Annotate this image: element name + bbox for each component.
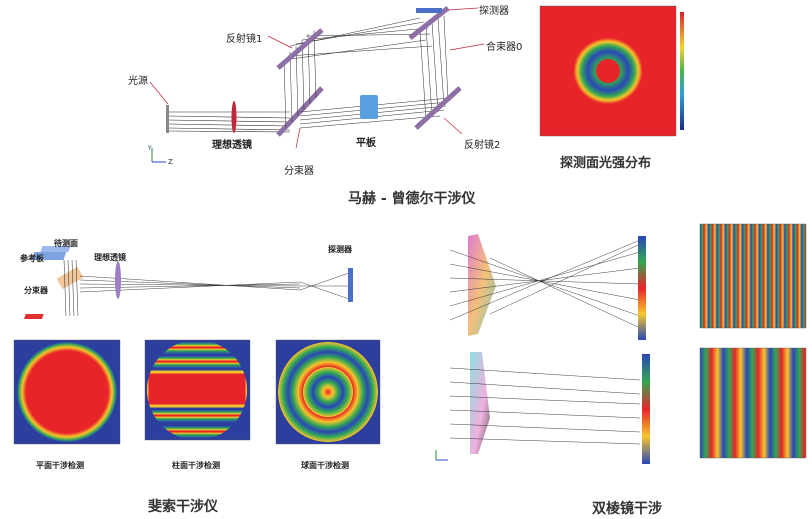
label-reference-plate: 参考板 bbox=[20, 254, 44, 263]
label-detector: 探测器 bbox=[479, 6, 509, 17]
label-combiner: 合束器0 bbox=[486, 42, 523, 53]
biprism-wide-fringe-map bbox=[699, 347, 807, 459]
label-fizeau-detector: 探测器 bbox=[328, 245, 352, 254]
biprism-bottom-rays bbox=[449, 367, 641, 445]
reference-plate-element bbox=[31, 252, 67, 260]
label-fizeau-splitter: 分束器 bbox=[24, 286, 48, 295]
biprism-axis-triad bbox=[435, 450, 448, 461]
fizeau-lens-element bbox=[115, 261, 121, 299]
axis-z-label: Z bbox=[168, 158, 173, 166]
biprism-top-detector bbox=[638, 236, 646, 340]
label-mirror1: 反射镜1 bbox=[226, 34, 263, 45]
mz-colorbar bbox=[680, 12, 684, 130]
mz-caption: 马赫 - 曾德尔干涉仪 bbox=[348, 191, 476, 207]
label-mirror2: 反射镜2 bbox=[464, 140, 501, 151]
label-beam-splitter: 分束器 bbox=[284, 166, 314, 177]
fizeau-bottom-element bbox=[23, 314, 44, 319]
beam-splitter-element bbox=[276, 86, 324, 137]
label-sphere-test: 球面干涉检测 bbox=[301, 461, 349, 470]
mirror2-element bbox=[414, 86, 462, 130]
biprism-bottom-detector bbox=[642, 354, 650, 464]
test-surface-element bbox=[40, 246, 71, 252]
leader-lines bbox=[149, 7, 485, 149]
fizeau-caption: 斐索干涉仪 bbox=[148, 499, 218, 515]
mz-intensity-caption: 探测面光强分布 bbox=[560, 156, 652, 171]
fizeau-test-maps bbox=[13, 339, 381, 445]
biprism-fine-fringe-map bbox=[699, 223, 807, 329]
biprism-fringe-maps bbox=[699, 223, 807, 459]
fizeau-vertical-rays bbox=[63, 259, 79, 317]
label-ideal-lens: 理想透镜 bbox=[212, 140, 252, 151]
flat-plate-element bbox=[360, 95, 378, 119]
ideal-lens-element bbox=[231, 101, 237, 133]
biprism-caption: 双棱镜干涉 bbox=[592, 501, 662, 517]
biprism-top-rays bbox=[449, 239, 641, 329]
biprism-bottom-element bbox=[470, 352, 490, 454]
label-fizeau-lens: 理想透镜 bbox=[94, 253, 126, 262]
mirror1-element bbox=[276, 28, 324, 70]
cylinder-test-fringes bbox=[147, 342, 247, 438]
input-rays bbox=[168, 111, 291, 133]
plane-test-disc bbox=[17, 342, 117, 442]
axis-y-label: Y bbox=[147, 145, 152, 152]
label-test-surface: 待测面 bbox=[54, 239, 78, 248]
biprism-top-element bbox=[468, 234, 496, 336]
detector-element bbox=[416, 8, 442, 13]
label-flat-plate: 平板 bbox=[356, 138, 376, 149]
label-light-source: 光源 bbox=[128, 76, 148, 87]
mz-schematic: Y Z bbox=[147, 6, 485, 166]
fizeau-detector-element bbox=[348, 268, 353, 302]
fizeau-schematic bbox=[23, 246, 353, 319]
label-plane-test: 平面干涉检测 bbox=[36, 461, 84, 470]
light-source-element bbox=[166, 105, 169, 133]
mz-map-center bbox=[596, 59, 620, 83]
label-cylinder-test: 柱面干涉检测 bbox=[172, 461, 220, 470]
mz-axis-triad bbox=[151, 148, 166, 163]
sphere-test-rings bbox=[278, 342, 378, 442]
fizeau-splitter-element bbox=[56, 266, 84, 290]
biprism-schematics bbox=[435, 234, 650, 464]
mz-intensity-map bbox=[539, 5, 684, 137]
